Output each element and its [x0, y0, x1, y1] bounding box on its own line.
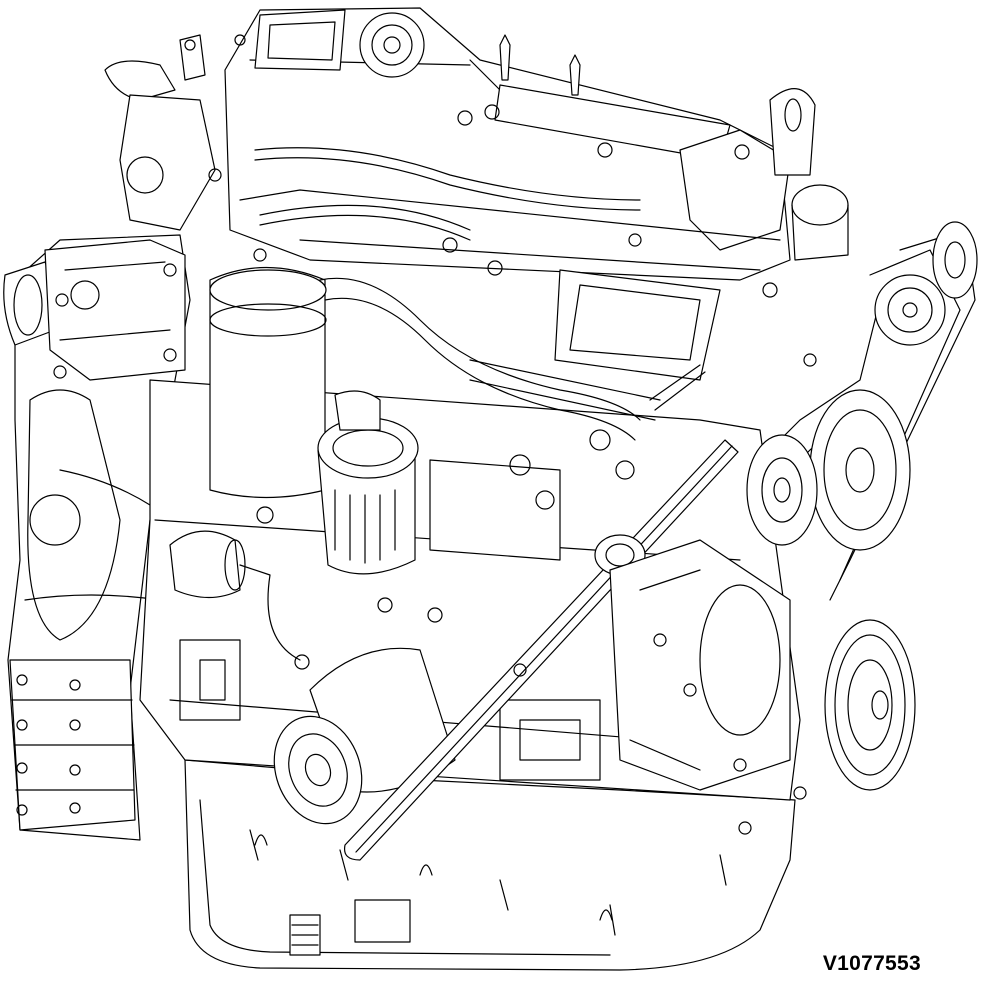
figure-reference-code: V1077553	[822, 952, 921, 975]
oil-filter	[260, 648, 455, 836]
idler-pulley	[875, 275, 945, 345]
flywheel-housing	[8, 235, 190, 840]
timing-cover	[610, 540, 790, 790]
water-separator	[318, 391, 418, 574]
fuel-filter-housing	[210, 268, 326, 498]
tensioner-pulley	[747, 435, 817, 545]
lifting-eye	[500, 35, 580, 95]
intake-pipes	[105, 35, 640, 240]
alternator-pulley	[933, 222, 977, 298]
injection-pump	[430, 270, 720, 560]
water-pump-pulley	[810, 390, 910, 550]
water-outlet	[4, 240, 185, 380]
dipstick-tube	[345, 440, 738, 860]
fasteners	[185, 35, 816, 834]
starter-motor	[170, 531, 309, 669]
cylinder-head	[225, 8, 848, 280]
crankshaft-pulley	[825, 620, 915, 790]
fuel-lines	[320, 278, 660, 440]
